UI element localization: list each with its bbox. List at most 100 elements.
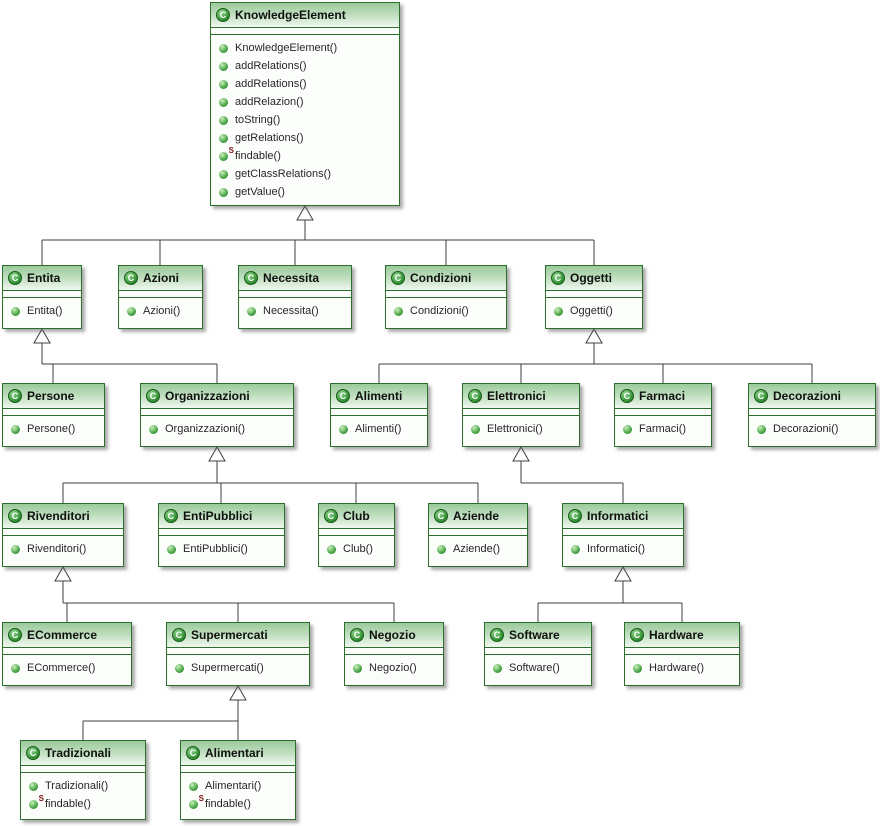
attributes-compartment xyxy=(3,648,131,655)
class-icon: C xyxy=(551,271,565,285)
class-header: C Aziende xyxy=(429,504,527,529)
class-box-condizioni[interactable]: C Condizioni Condizioni() xyxy=(385,265,507,329)
generalization-entita-children[interactable] xyxy=(33,327,218,383)
class-box-aziende[interactable]: C Aziende Aziende() xyxy=(428,503,528,567)
class-icon: C xyxy=(434,509,448,523)
generalization-organizzazioni-children[interactable] xyxy=(62,445,479,503)
class-header: C Supermercati xyxy=(167,623,309,648)
method-label: Oggetti() xyxy=(570,305,613,317)
method-row: Informatici() xyxy=(571,540,683,558)
method-row: Alimentari() xyxy=(189,777,295,795)
generalization-arrow xyxy=(54,565,72,582)
method-label: Hardware() xyxy=(649,662,705,674)
method-label: findable() xyxy=(235,150,281,162)
class-header: C Software xyxy=(485,623,591,648)
class-name: Tradizionali xyxy=(45,746,112,760)
method-row: addRelazion() xyxy=(219,93,399,111)
class-box-informatici[interactable]: C Informatici Informatici() xyxy=(562,503,684,567)
class-box-decorazioni[interactable]: C Decorazioni Decorazioni() xyxy=(748,383,876,447)
class-header: C Azioni xyxy=(119,266,202,291)
class-box-software[interactable]: C Software Software() xyxy=(484,622,592,686)
class-box-persone[interactable]: C Persone Persone() xyxy=(2,383,105,447)
static-marker: S xyxy=(198,793,204,803)
method-row: Decorazioni() xyxy=(757,420,875,438)
method-row: getClassRelations() xyxy=(219,165,399,183)
class-box-club[interactable]: C Club Club() xyxy=(318,503,395,567)
method-label: Informatici() xyxy=(587,543,646,555)
class-box-supermercati[interactable]: C Supermercati Supermercati() xyxy=(166,622,310,686)
attributes-compartment xyxy=(749,409,875,416)
class-header: C EntiPubblici xyxy=(159,504,284,529)
class-box-oggetti[interactable]: C Oggetti Oggetti() xyxy=(545,265,643,329)
methods-compartment: Club() xyxy=(319,536,394,566)
class-name: Alimentari xyxy=(205,746,264,760)
generalization-arrow xyxy=(296,204,314,221)
class-name: Oggetti xyxy=(570,271,612,285)
class-box-entipubblici[interactable]: C EntiPubblici EntiPubblici() xyxy=(158,503,285,567)
class-box-alimenti[interactable]: C Alimenti Alimenti() xyxy=(330,383,428,447)
method-icon xyxy=(339,424,348,434)
method-row: Entita() xyxy=(11,302,81,320)
method-row: Persone() xyxy=(11,420,104,438)
generalization-arrow xyxy=(614,565,632,582)
methods-compartment: Informatici() xyxy=(563,536,683,566)
methods-compartment: KnowledgeElement()addRelations()addRelat… xyxy=(211,35,399,205)
method-label: Organizzazioni() xyxy=(165,423,246,435)
methods-compartment: Entita() xyxy=(3,298,81,328)
class-box-entita[interactable]: C Entita Entita() xyxy=(2,265,82,329)
class-box-negozio[interactable]: C Negozio Negozio() xyxy=(344,622,444,686)
class-header: C Negozio xyxy=(345,623,443,648)
method-icon xyxy=(219,133,228,143)
attributes-compartment xyxy=(563,529,683,536)
class-box-knowledgeelement[interactable]: C KnowledgeElement KnowledgeElement()add… xyxy=(210,2,400,206)
method-label: Rivenditori() xyxy=(27,543,87,555)
class-name: Supermercati xyxy=(191,628,268,642)
class-name: Club xyxy=(343,509,370,523)
method-label: Tradizionali() xyxy=(45,780,109,792)
generalization-informatici-children[interactable] xyxy=(537,565,683,622)
class-icon: C xyxy=(391,271,405,285)
method-icon xyxy=(219,97,228,107)
class-header: C Informatici xyxy=(563,504,683,529)
generalization-supermercati-children[interactable] xyxy=(82,684,247,740)
generalization-oggetti-children[interactable] xyxy=(378,327,813,383)
attributes-compartment xyxy=(181,766,295,773)
class-box-azioni[interactable]: C Azioni Azioni() xyxy=(118,265,203,329)
class-box-rivenditori[interactable]: C Rivenditori Rivenditori() xyxy=(2,503,124,567)
method-row: ECommerce() xyxy=(11,659,131,677)
attributes-compartment xyxy=(3,409,104,416)
class-header: C Elettronici xyxy=(463,384,579,409)
static-method-icon: S xyxy=(189,794,204,809)
methods-compartment: Supermercati() xyxy=(167,655,309,685)
methods-compartment: EntiPubblici() xyxy=(159,536,284,566)
class-box-farmaci[interactable]: C Farmaci Farmaci() xyxy=(614,383,712,447)
method-row: Tradizionali() xyxy=(29,777,145,795)
class-icon: C xyxy=(8,628,22,642)
class-box-ecommerce[interactable]: C ECommerce ECommerce() xyxy=(2,622,132,686)
method-row: toString() xyxy=(219,111,399,129)
class-name: Necessita xyxy=(263,271,320,285)
attributes-compartment xyxy=(429,529,527,536)
method-icon xyxy=(327,544,336,554)
method-label: getClassRelations() xyxy=(235,168,331,180)
class-box-necessita[interactable]: C Necessita Necessita() xyxy=(238,265,352,329)
class-box-hardware[interactable]: C Hardware Hardware() xyxy=(624,622,740,686)
generalization-rivenditori-children[interactable] xyxy=(54,565,395,622)
generalization-knowledgeelement-children[interactable] xyxy=(41,204,595,265)
generalization-elettronici-children[interactable] xyxy=(512,445,624,503)
attributes-compartment xyxy=(141,409,293,416)
class-header: C Club xyxy=(319,504,394,529)
method-icon xyxy=(219,61,228,71)
class-box-elettronici[interactable]: C Elettronici Elettronici() xyxy=(462,383,580,447)
method-icon xyxy=(11,306,20,316)
method-label: Software() xyxy=(509,662,560,674)
method-label: EntiPubblici() xyxy=(183,543,248,555)
class-icon: C xyxy=(8,389,22,403)
method-label: Decorazioni() xyxy=(773,423,839,435)
class-icon: C xyxy=(754,389,768,403)
method-row: getRelations() xyxy=(219,129,399,147)
class-box-organizzazioni[interactable]: C Organizzazioni Organizzazioni() xyxy=(140,383,294,447)
